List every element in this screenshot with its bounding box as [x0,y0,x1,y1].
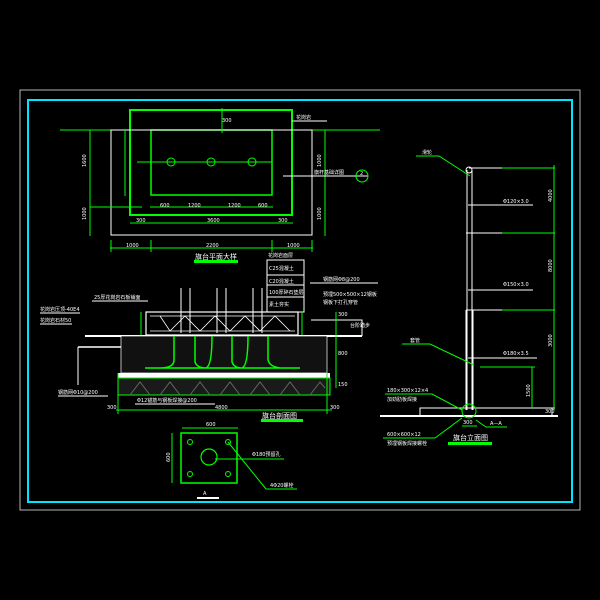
section-label: 花岗岩压顶-40E4 [40,306,80,313]
plan-label-right: 旗杆基础详图 [314,169,344,176]
dim-label: 1500 [526,384,532,397]
dim-label: 800 [338,351,348,357]
dim-label: 1200 [228,203,241,209]
bolt-icon [187,439,193,445]
layer-label: C25混凝土 [269,265,294,272]
dim-label: 600 [258,203,268,209]
dim-label: 300 [222,118,232,124]
dim-label: 4800 [215,405,228,411]
dim-label: 2200 [206,243,219,249]
dim-label: 600 [166,452,172,462]
section-label: 25厚花岗岩石板铺面 [94,294,140,301]
dim-label: 1000 [317,207,323,220]
elevation-title: 旗台立面图 [453,433,488,442]
dim-label: 1000 [126,243,139,249]
dim-label: 300 [463,420,473,426]
dim-label: 300 [136,218,146,224]
dim-label: 3600 [207,218,220,224]
pulley-icon [465,166,473,174]
dim-label: 150 [338,382,348,388]
pipe-label: Φ180×3.5 [503,351,529,357]
detail-callout-icon [355,169,369,183]
inner-frame [27,99,573,503]
center-hole-icon [200,448,218,466]
pole-hole-icon [166,157,176,167]
elevation-label: 180×300×12×4 [387,388,428,394]
pole-hole-icon [247,157,257,167]
section-mark: A [203,491,207,497]
outer-frame [19,89,581,511]
dim-label: 1000 [287,243,300,249]
section-label: 钢板下打孔穿管 [323,299,358,306]
pipe-label: Φ120×3.0 [503,199,529,205]
elevation-label: 滑轮 [422,149,432,156]
pole-hole-icon [206,157,216,167]
detail-callout-icon [461,403,477,419]
dim-label: 1000 [82,207,88,220]
layer-label: 花岗岩面层 [268,252,293,259]
dim-label: 600 [160,203,170,209]
layer-label: C20混凝土 [269,278,294,285]
dim-label: 4000 [548,189,554,202]
bolt-icon [225,471,231,477]
dim-label: 300 [107,405,117,411]
bolt-icon [225,439,231,445]
pipe-label: Φ150×3.0 [503,282,529,288]
dim-label: 1600 [82,154,88,167]
section-label: 预埋500×500×12钢板 [323,291,377,298]
section-label: 台阶踏步 [350,322,370,329]
dim-label: 3000 [548,334,554,347]
section-label: 花岗岩石材50 [40,317,71,324]
plan-title: 旗台平面大样 [195,252,237,261]
section-title: 旗台剖面图 [262,411,297,420]
layer-label: 100厚碎石垫层 [269,289,304,296]
dim-label: 300 [545,409,555,415]
dim-label: 300 [278,218,288,224]
detail-mark: 2 [360,171,363,177]
bolt-icon [187,471,193,477]
dim-label: 1200 [188,203,201,209]
section-view: 花岗岩面层 C25混凝土 C20混凝土 100厚碎石垫层 素土夯实 300 48… [40,252,378,422]
plate-label: 4Φ20螺栓 [270,482,293,489]
dim-label: 1000 [317,154,323,167]
layer-label: 素土夯实 [269,301,289,308]
plate-label: Φ180预留孔 [252,451,280,458]
elevation-label: 600×600×12 [387,432,421,438]
elevation-view: Φ120×3.0 Φ150×3.0 Φ180×3.5 4000 8000 300… [380,149,558,447]
section-label: Φ12锚筋与钢板焊接@200 [137,397,197,404]
section-label: 钢筋网Φ10@200 [58,389,98,396]
elevation-label: 加劲肋板焊接 [387,396,417,403]
elevation-label: 预埋钢板焊接螺栓 [387,440,427,447]
dim-label: 600 [206,422,216,428]
section-ref: A—A [490,421,502,427]
dim-label: 300 [338,312,348,318]
section-label: 钢筋网Φ8@200 [323,276,360,283]
elevation-label: 套管 [410,337,420,344]
base-plate-detail: 600 600 Φ180预留孔 4Φ20螺栓 A [166,422,297,499]
plan-view: 300 600 1200 1200 600 300 3600 300 1000 … [60,108,380,263]
dim-label: 300 [330,405,340,411]
plan-label-top: 花岗岩 [296,114,311,121]
dim-label: 8000 [548,259,554,272]
